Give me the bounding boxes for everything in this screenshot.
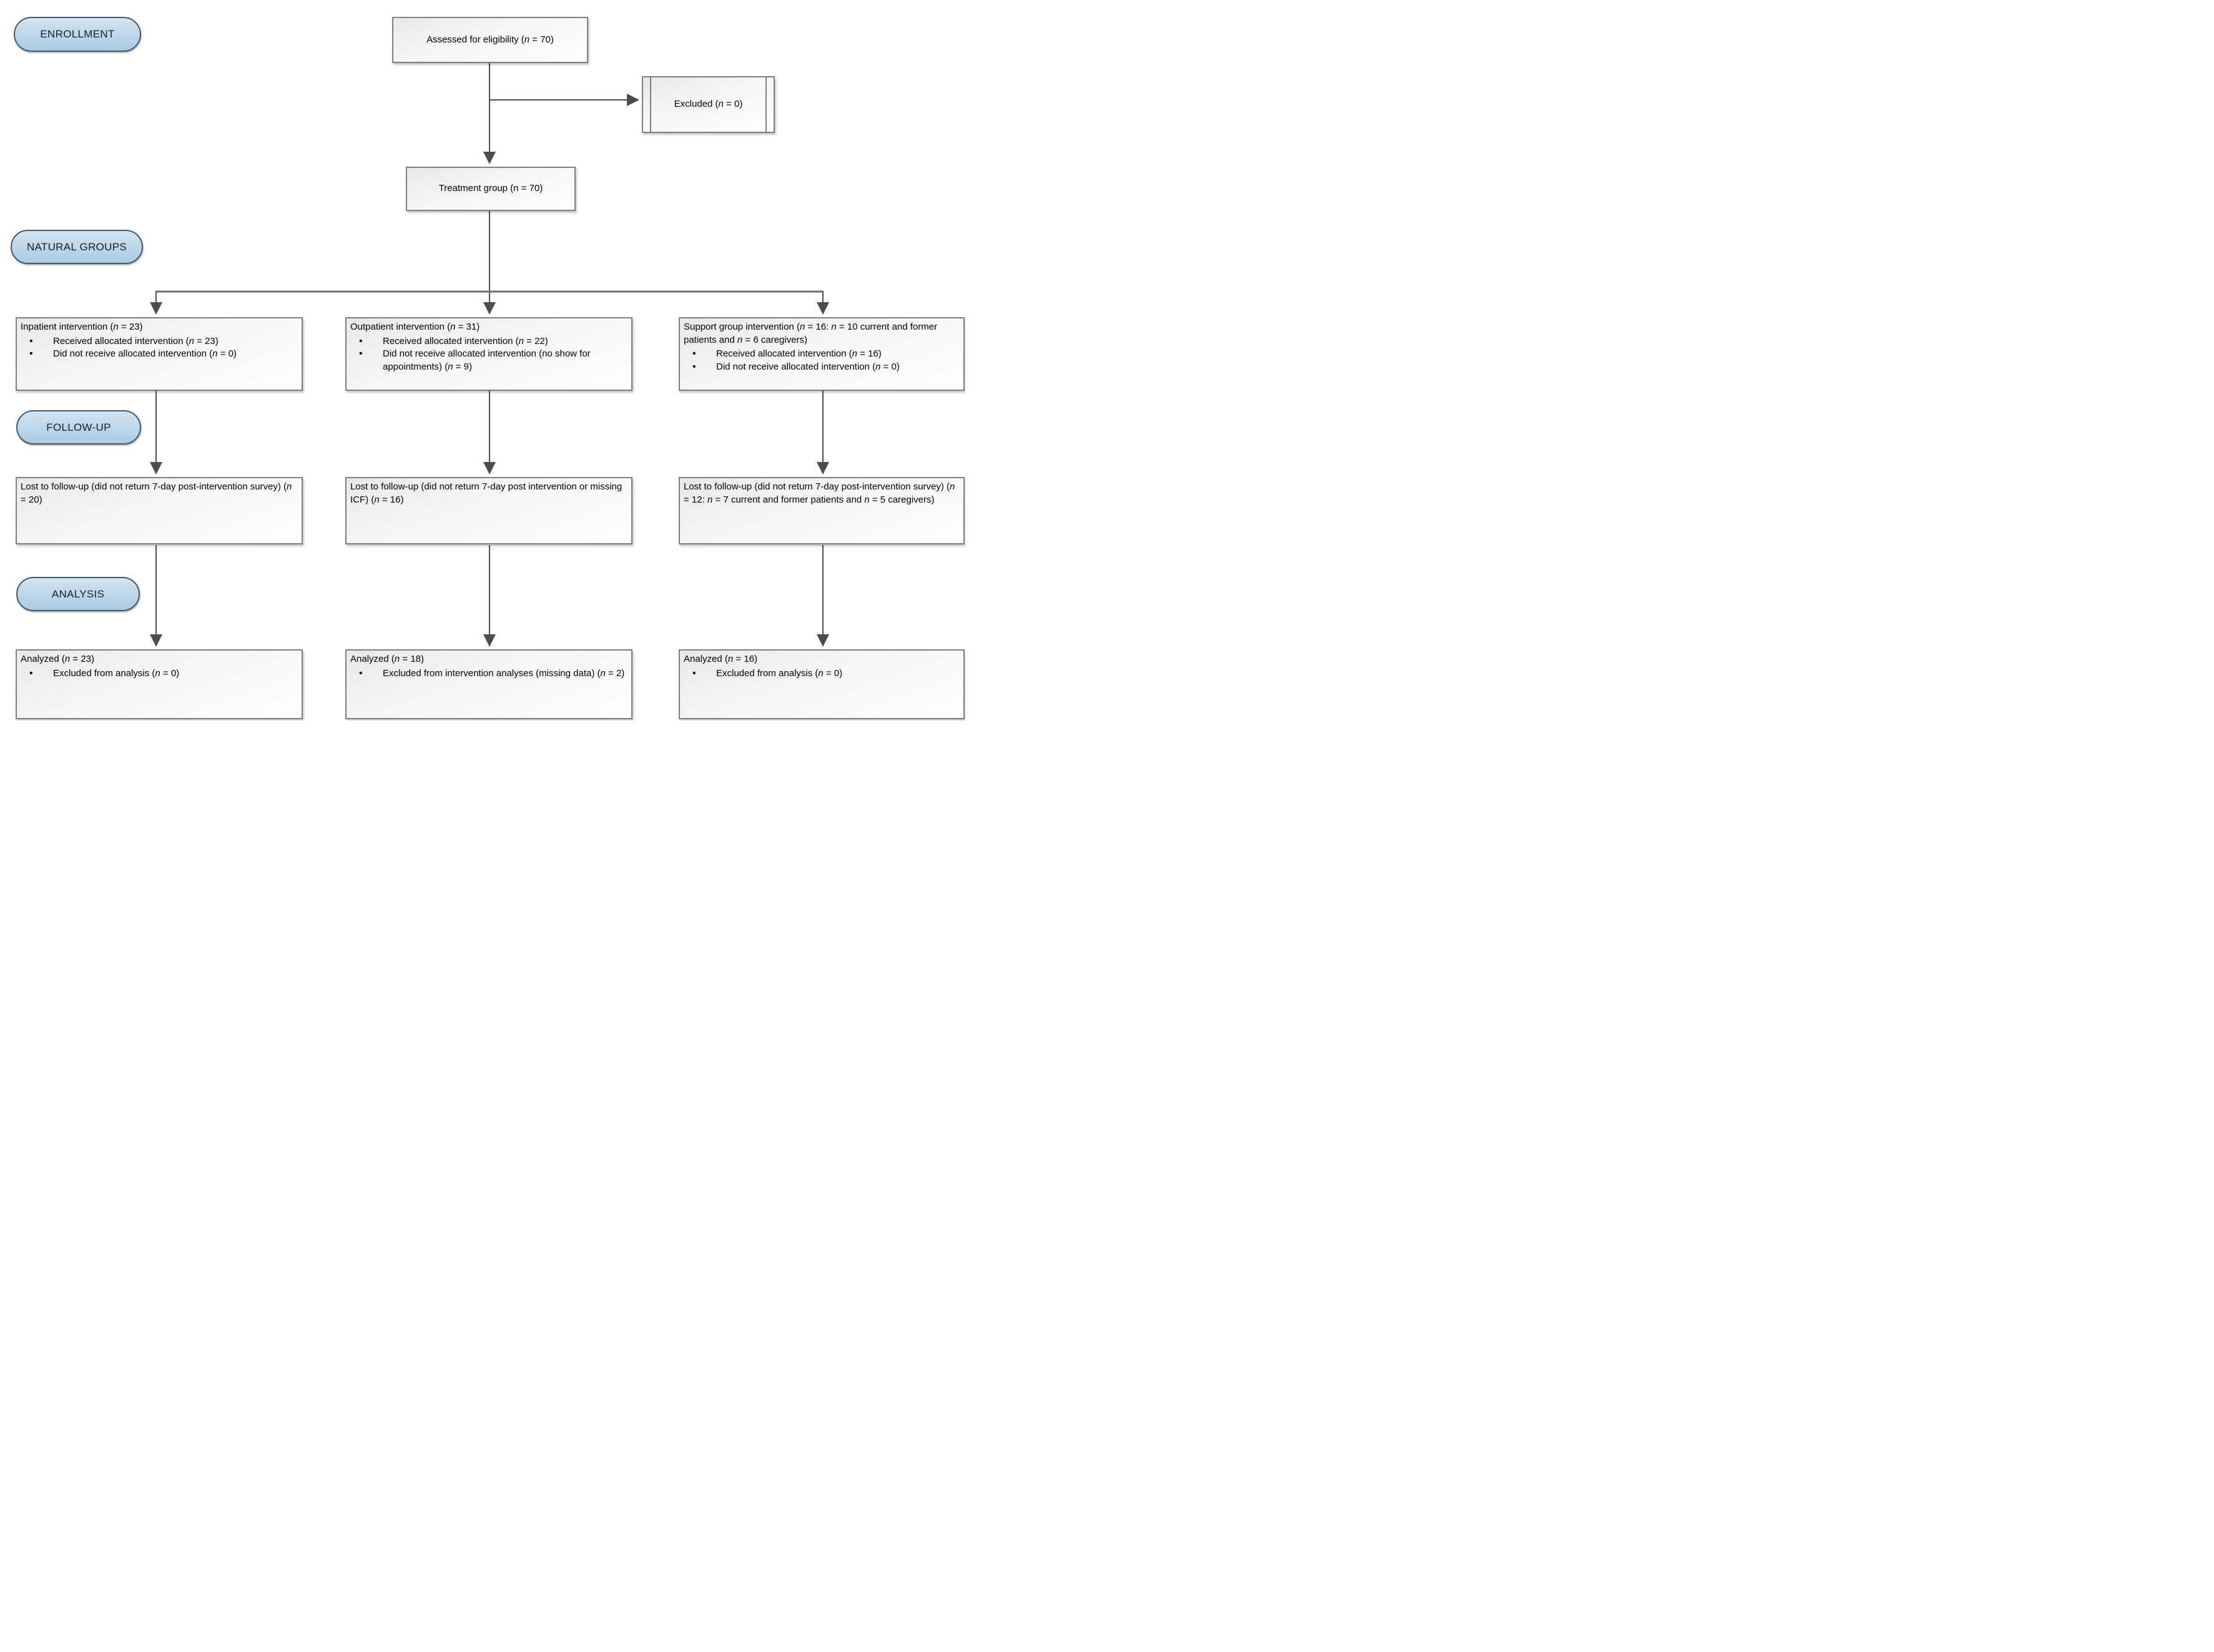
stage-pill-follow-up: FOLLOW-UP xyxy=(16,410,141,445)
stage-pill-analysis: ANALYSIS xyxy=(16,577,140,611)
bullet-item: Received allocated intervention (n = 16) xyxy=(680,347,963,361)
box-treatment-group: Treatment group (n = 70) xyxy=(406,167,576,211)
box-title: Support group intervention (n = 16: n = … xyxy=(684,322,938,345)
bullet-list: Received allocated intervention (n = 23)… xyxy=(17,335,302,361)
stage-label: ENROLLMENT xyxy=(40,28,115,40)
box-title: Analyzed (n = 18) xyxy=(350,654,424,664)
bullet-item: Excluded from analysis (n = 0) xyxy=(680,667,963,681)
box-allocation-inpatient: Inpatient intervention (n = 23) Received… xyxy=(16,317,303,391)
box-excluded: Excluded (n = 0) xyxy=(642,76,775,133)
box-text: Excluded (n = 0) xyxy=(674,99,743,110)
box-analysis-support-group: Analyzed (n = 16) Excluded from analysis… xyxy=(679,649,965,719)
bullet-item: Did not receive allocated intervention (… xyxy=(17,347,302,361)
bullet-list: Excluded from analysis (n = 0) xyxy=(680,667,963,681)
bullet-item: Excluded from analysis (n = 0) xyxy=(17,667,302,681)
box-text: Lost to follow-up (did not return 7-day … xyxy=(350,481,622,505)
box-followup-support-group: Lost to follow-up (did not return 7-day … xyxy=(679,477,965,544)
stage-pill-natural-groups: NATURAL GROUPS xyxy=(11,230,143,264)
connector-arrows xyxy=(150,63,829,647)
box-followup-inpatient: Lost to follow-up (did not return 7-day … xyxy=(16,477,303,544)
box-assessed-eligibility: Assessed for eligibility (n = 70) xyxy=(392,17,588,63)
box-analysis-inpatient: Analyzed (n = 23) Excluded from analysis… xyxy=(16,649,303,719)
bullet-item: Did not receive allocated intervention (… xyxy=(347,347,631,373)
box-followup-outpatient: Lost to follow-up (did not return 7-day … xyxy=(345,477,632,544)
box-title: Inpatient intervention (n = 23) xyxy=(21,322,143,332)
box-text: Assessed for eligibility (n = 70) xyxy=(426,34,554,45)
bullet-item: Received allocated intervention (n = 23) xyxy=(17,335,302,348)
bullet-list: Received allocated intervention (n = 22)… xyxy=(347,335,631,374)
box-analysis-outpatient: Analyzed (n = 18) Excluded from interven… xyxy=(345,649,632,719)
box-title: Analyzed (n = 23) xyxy=(21,654,94,664)
stage-label: FOLLOW-UP xyxy=(46,421,111,433)
box-allocation-outpatient: Outpatient intervention (n = 31) Receive… xyxy=(345,317,632,391)
stage-pill-enrollment: ENROLLMENT xyxy=(14,17,141,52)
bullet-item: Did not receive allocated intervention (… xyxy=(680,360,963,374)
bullet-item: Excluded from intervention analyses (mis… xyxy=(347,667,631,681)
box-text: Lost to follow-up (did not return 7-day … xyxy=(21,481,292,505)
stage-label: NATURAL GROUPS xyxy=(26,240,127,253)
box-title: Outpatient intervention (n = 31) xyxy=(350,322,480,332)
box-allocation-support-group: Support group intervention (n = 16: n = … xyxy=(679,317,965,391)
box-text: Lost to follow-up (did not return 7-day … xyxy=(684,481,955,505)
box-title: Analyzed (n = 16) xyxy=(684,654,757,664)
bullet-list: Received allocated intervention (n = 16)… xyxy=(680,347,963,374)
bullet-item: Received allocated intervention (n = 22) xyxy=(347,335,631,348)
stage-label: ANALYSIS xyxy=(51,588,105,600)
consort-flow-diagram: ENROLLMENT NATURAL GROUPS FOLLOW-UP ANAL… xyxy=(0,0,965,720)
bullet-list: Excluded from analysis (n = 0) xyxy=(17,667,302,681)
box-text: Treatment group (n = 70) xyxy=(438,183,543,194)
bullet-list: Excluded from intervention analyses (mis… xyxy=(347,667,631,681)
